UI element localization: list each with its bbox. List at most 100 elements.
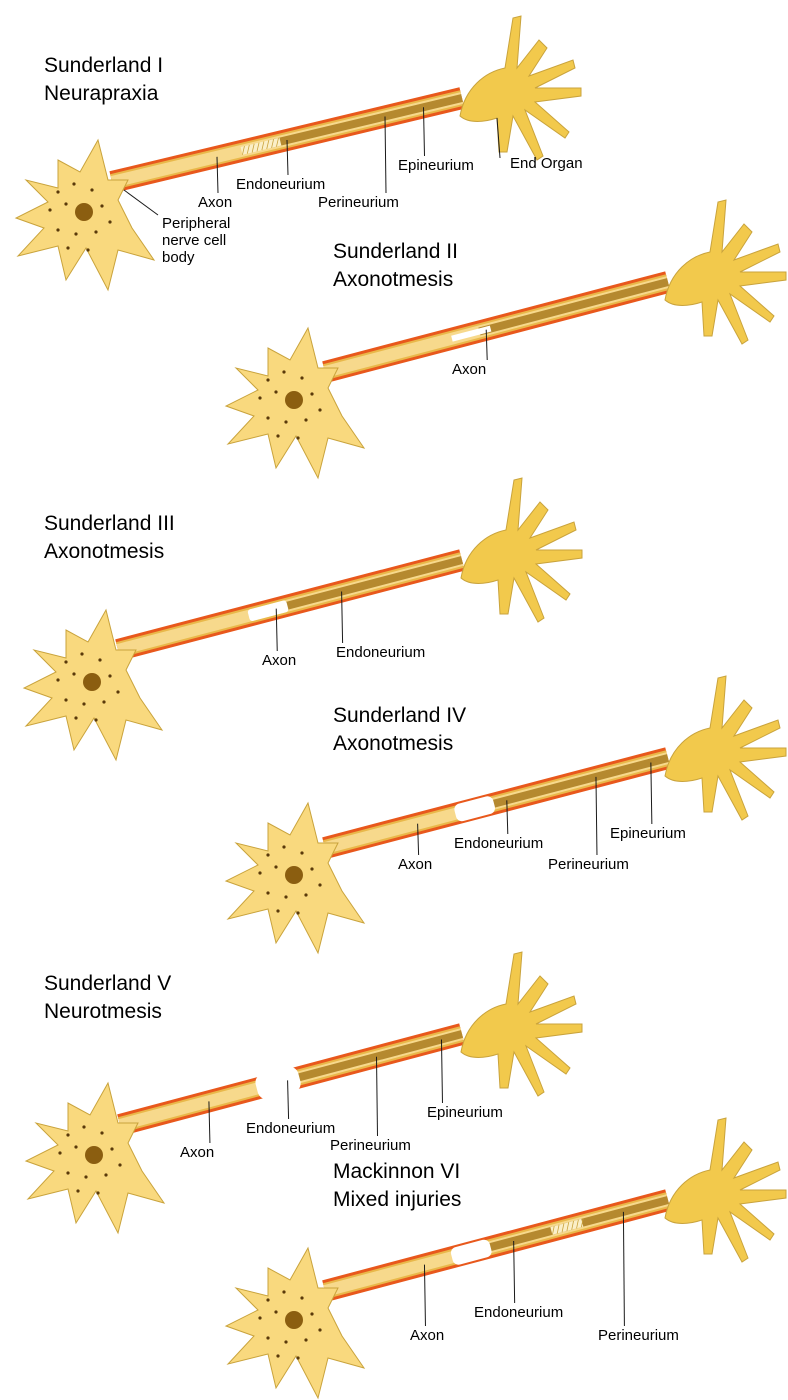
organelle-dot [48,208,51,211]
organelle-dot [296,911,299,914]
organelle-dot [104,1173,107,1176]
organelle-dot [98,658,101,661]
axon-label: Axon [262,652,296,669]
end-organ-label: End Organ [510,155,583,172]
panel-title: Sunderland II [333,240,458,263]
panel-title: Sunderland V [44,972,171,995]
endoneurium-label: Endoneurium [474,1304,563,1321]
organelle-dot [258,396,261,399]
panel-subtitle: Axonotmesis [44,540,164,563]
organelle-dot [266,853,269,856]
endoneurium-label: Endoneurium [454,835,543,852]
panel-subtitle: Neurotmesis [44,1000,162,1023]
organelle-dot [80,652,83,655]
organelle-dot [94,718,97,721]
organelle-dot [66,1133,69,1136]
organelle-dot [74,232,77,235]
organelle-dot [266,891,269,894]
panel-sunderland-1: Sunderland I NeurapraxiaAxonEndoneuriumPe… [16,16,583,290]
perineurium-leader [596,777,597,855]
organelle-dot [82,1125,85,1128]
panel-subtitle: Mixed injuries [333,1188,461,1211]
organelle-dot [90,188,93,191]
organelle-dot [116,690,119,693]
endoneurium-label: Endoneurium [236,176,325,193]
organelle-dot [274,1310,277,1313]
organelle-dot [58,1151,61,1154]
organelle-dot [64,660,67,663]
panel-subtitle: Neurapraxia [44,82,159,105]
panel-title: Sunderland IV [333,704,466,727]
end-organ [665,676,786,820]
organelle-dot [282,370,285,373]
end-organ [665,200,786,344]
organelle-dot [318,408,321,411]
organelle-dot [274,390,277,393]
axon-label: Axon [452,361,486,378]
panel-title: Sunderland III [44,512,175,535]
panel-sunderland-5: Sunderland VNeurotmesisAxonEndoneuriumPe… [26,952,582,1233]
perineurium-label: Perineurium [598,1327,679,1344]
nucleus [285,866,303,884]
epineurium-label: Epineurium [398,157,474,174]
organelle-dot [76,1189,79,1192]
organelle-dot [56,228,59,231]
injury-gap [253,1065,302,1101]
cell-body-label: body [162,249,195,266]
epineurium-label: Epineurium [610,825,686,842]
organelle-dot [74,716,77,719]
axon-label: Axon [180,1144,214,1161]
organelle-dot [274,865,277,868]
endoneurium-label: Endoneurium [336,644,425,661]
panel-sunderland-3: Sunderland III AxonotmesisAxon Endoneurium [24,478,582,760]
nucleus [285,1311,303,1329]
organelle-dot [304,893,307,896]
organelle-dot [266,1336,269,1339]
organelle-dot [276,434,279,437]
organelle-dot [300,376,303,379]
panel-title: Sunderland I [44,54,163,77]
perineurium-leader [377,1057,378,1136]
organelle-dot [258,1316,261,1319]
cell-body-leader [124,190,158,215]
organelle-dot [304,418,307,421]
organelle-dot [304,1338,307,1341]
nucleus [85,1146,103,1164]
organelle-dot [318,883,321,886]
organelle-dot [310,392,313,395]
organelle-dot [284,1340,287,1343]
organelle-dot [282,1290,285,1293]
panel-sunderland-4: Sunderland IVAxonotmesisAxonEndoneuriumP… [226,676,786,953]
perineurium-label: Perineurium [330,1137,411,1154]
perineurium-label: Perineurium [318,194,399,211]
organelle-dot [64,698,67,701]
panel-sunderland-2: Sunderland II AxonotmesisAxon [226,200,786,478]
epineurium-label: Epineurium [427,1104,503,1121]
organelle-dot [108,220,111,223]
organelle-dot [72,182,75,185]
organelle-dot [118,1163,121,1166]
organelle-dot [102,700,105,703]
axon-label: Axon [410,1327,444,1344]
organelle-dot [64,202,67,205]
end-organ [665,1118,786,1262]
perineurium-label: Perineurium [548,856,629,873]
organelle-dot [66,246,69,249]
perineurium-leader [385,116,386,193]
organelle-dot [84,1175,87,1178]
organelle-dot [100,204,103,207]
organelle-dot [284,895,287,898]
organelle-dot [108,674,111,677]
organelle-dot [276,1354,279,1357]
organelle-dot [284,420,287,423]
organelle-dot [310,867,313,870]
organelle-dot [282,845,285,848]
axon-label: Axon [198,194,232,211]
organelle-dot [66,1171,69,1174]
organelle-dot [72,672,75,675]
organelle-dot [56,678,59,681]
organelle-dot [300,1296,303,1299]
panel-subtitle: Axonotmesis [333,268,453,291]
organelle-dot [296,436,299,439]
